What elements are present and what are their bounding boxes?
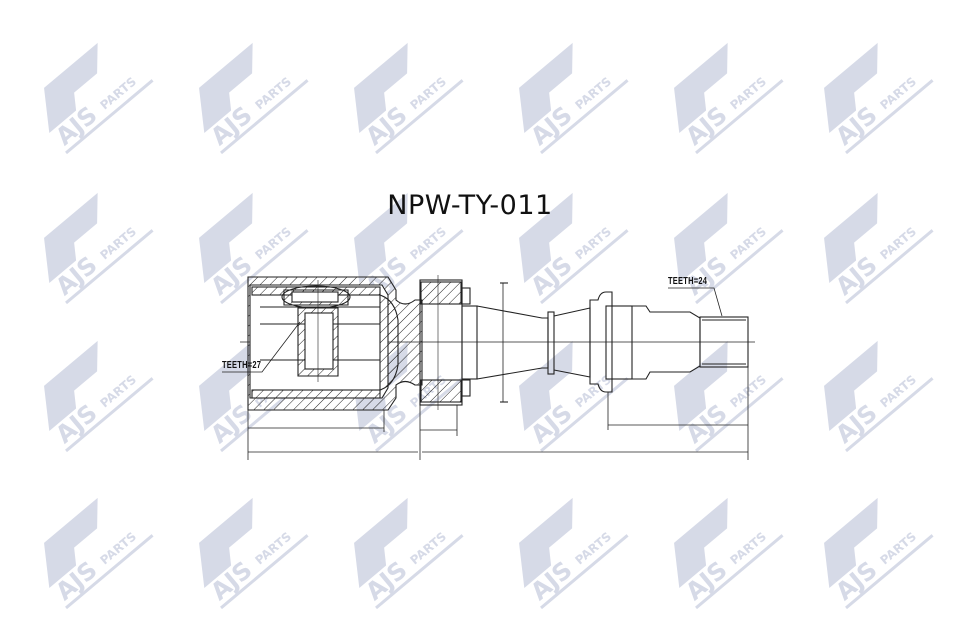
teeth-27-label: TEETH=27 xyxy=(222,360,262,371)
bearing-flange xyxy=(419,275,478,410)
dimension-lines xyxy=(222,287,749,460)
part-number-title: NPW-TY-011 xyxy=(387,190,553,221)
joint-housing xyxy=(247,276,423,411)
shaft xyxy=(476,282,749,403)
teeth-24-label: TEETH=24 xyxy=(668,276,708,287)
